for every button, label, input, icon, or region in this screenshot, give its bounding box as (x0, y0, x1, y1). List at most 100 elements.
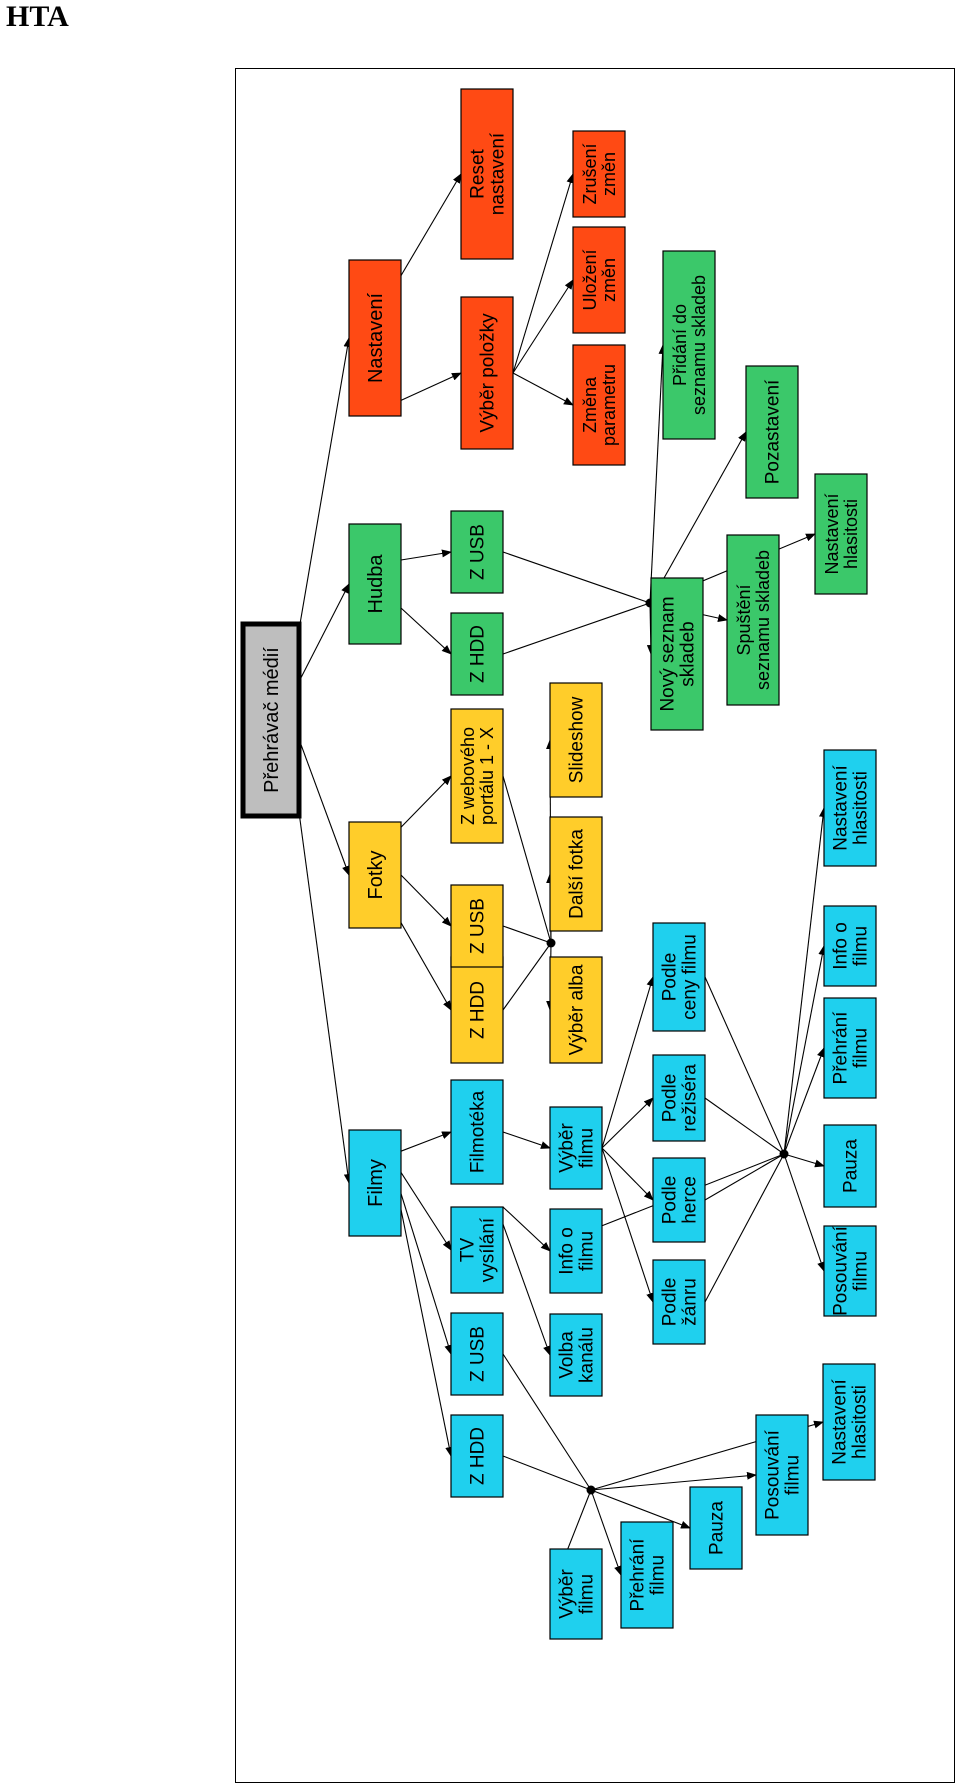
node-label: Posouvánífilmu (763, 1429, 804, 1520)
edge-fotky_web-to-j_foto (502, 775, 552, 944)
node-label: Přidání doseznamu skladeb (670, 275, 709, 415)
node-box (620, 1521, 674, 1629)
edge-j_film2-to-filmy_hlasitost2 (783, 807, 827, 1155)
node-box (549, 816, 603, 932)
node-box (814, 473, 868, 595)
node-box (745, 365, 799, 499)
node-filmy-zhdd: Z HDD (450, 1414, 504, 1498)
node-box (823, 905, 877, 987)
edge-filmy_reziser-to-j_film2 (704, 1097, 785, 1155)
node-label: Volbakanálu (557, 1327, 598, 1383)
node-label: Výběr alba (567, 964, 588, 1055)
node-filmy-ceny: Podleceny filmu (652, 922, 706, 1032)
node-box (348, 523, 402, 645)
node-box (549, 1208, 603, 1294)
node-hudba-zusb: Z USB (450, 510, 504, 594)
edge-filmy-to-filmy_zhdd (400, 1209, 454, 1457)
edge-filmy_vyber2-to-filmy_zanr (601, 1147, 654, 1303)
junction-dot (779, 1149, 789, 1159)
page-heading: HTA (6, 0, 69, 33)
node-filmy-filmoteka: Filmotéka (450, 1079, 504, 1185)
node-label: Nastaveníhlasitosti (830, 1379, 871, 1465)
node-box (450, 612, 504, 696)
edge-filmy_vyber2-to-filmy_reziser (601, 1097, 654, 1149)
node-label: Přehránífilmu (628, 1538, 669, 1612)
node-box (755, 1414, 809, 1536)
edge-j_film1-to-filmy_prehrani1 (590, 1489, 622, 1576)
node-nast-vyber: Výběr položky (460, 296, 514, 450)
node-filmy-hlasitost2: Nastaveníhlasitosti (823, 749, 877, 867)
edge-filmy-to-filmy_zusb (400, 1193, 453, 1355)
node-filmy-posouvani2: Posouvánífilmu (823, 1225, 877, 1317)
node-box (823, 1124, 877, 1208)
edge-nastaveni-to-nast_reset (400, 173, 462, 276)
node-box (450, 1312, 504, 1396)
edge-root-to-hudba (298, 583, 350, 682)
node-box (823, 749, 877, 867)
node-box (726, 534, 780, 706)
node-label: Pozastavení (763, 379, 784, 484)
edge-j_film2-to-filmy_pauza2 (783, 1153, 825, 1168)
edge-fotky_zusb-to-j_foto (502, 925, 552, 944)
edge-root-to-filmy (298, 812, 352, 1184)
node-box (549, 1106, 603, 1190)
node-box (689, 1486, 743, 1570)
node-hudba-pozastaveni: Pozastavení (745, 365, 799, 499)
node-box (460, 88, 514, 260)
junction-dot (546, 938, 556, 948)
node-label: Z USB (468, 524, 489, 580)
node-box (348, 821, 402, 929)
edge-nast_vyber-to-nast_ulozeni (512, 279, 574, 374)
edge-hudba-to-hudba_zhdd (400, 607, 452, 655)
node-box (348, 259, 402, 417)
node-nast-zmena: Změnaparametru (572, 344, 626, 466)
node-label: Z webovéhoportálu 1 - X (458, 727, 497, 825)
node-label: Pauza (841, 1139, 862, 1193)
edge-filmy_vyber2-to-filmy_herce (601, 1147, 654, 1201)
node-box (662, 250, 716, 440)
node-filmy-zanr: Podležánru (652, 1259, 706, 1345)
node-label: Slideshow (567, 696, 588, 783)
node-label: Fotky (365, 851, 387, 900)
node-filmy-reziser: Podlerežiséra (652, 1054, 706, 1142)
node-hudba-novy: Nový seznamskladeb (650, 577, 704, 731)
node-label: Z HDD (468, 981, 489, 1039)
node-label: Nastaveníhlasitosti (831, 765, 872, 851)
node-label: Výběrfilmu (557, 1569, 598, 1619)
node-label: Z USB (468, 898, 489, 954)
node-box (450, 1414, 504, 1498)
node-label: Info ofilmu (557, 1227, 598, 1275)
node-box (652, 1054, 706, 1142)
node-label: Z HDD (468, 1427, 489, 1485)
edge-filmy_filmoteka-to-filmy_vyber2 (502, 1131, 551, 1149)
node-nast-zruseni: Zrušenízměn (572, 130, 626, 218)
edge-filmy_ceny-to-j_film2 (704, 976, 785, 1155)
edge-j_film2-to-filmy_prehrani2 (783, 1047, 825, 1155)
node-label: Filmotéka (468, 1090, 489, 1173)
node-filmy-pauza2: Pauza (823, 1124, 877, 1208)
edge-fotky-to-fotky_zhdd (400, 922, 452, 1011)
node-label: Pauza (707, 1501, 728, 1555)
node-hudba-hlasitost: Nastaveníhlasitosti (814, 473, 868, 595)
edge-filmy_vyber2-to-filmy_ceny (601, 976, 655, 1149)
edge-filmy_zusb-to-j_film1 (502, 1353, 592, 1491)
edge-hudba-to-hudba_zusb (400, 549, 452, 561)
edge-hudba_zhdd-to-j_hudba (502, 602, 651, 655)
diagram-frame (235, 68, 955, 1783)
edge-nastaveni-to-nast_vyber (400, 372, 462, 401)
edge-filmy_zanr-to-j_film2 (704, 1153, 785, 1303)
node-hudba: Hudba (348, 523, 402, 645)
node-label: Změnaparametru (580, 364, 619, 446)
node-fotky-zusb: Z USB (450, 884, 504, 968)
node-label: Zrušenízměn (580, 143, 619, 204)
edge-nast_vyber-to-nast_zmena (512, 372, 574, 406)
node-filmy-volba: Volbakanálu (549, 1313, 603, 1397)
node-box (348, 1129, 402, 1237)
node-box (652, 1157, 706, 1243)
edge-filmy_herce-to-j_film2 (704, 1153, 785, 1201)
edge-hudba_zusb-to-j_hudba (502, 551, 651, 604)
node-box (572, 226, 626, 334)
node-fotky-web: Z webovéhoportálu 1 - X (450, 708, 504, 844)
node-box (450, 1206, 504, 1294)
node-label: Posouvánífilmu (831, 1225, 872, 1316)
